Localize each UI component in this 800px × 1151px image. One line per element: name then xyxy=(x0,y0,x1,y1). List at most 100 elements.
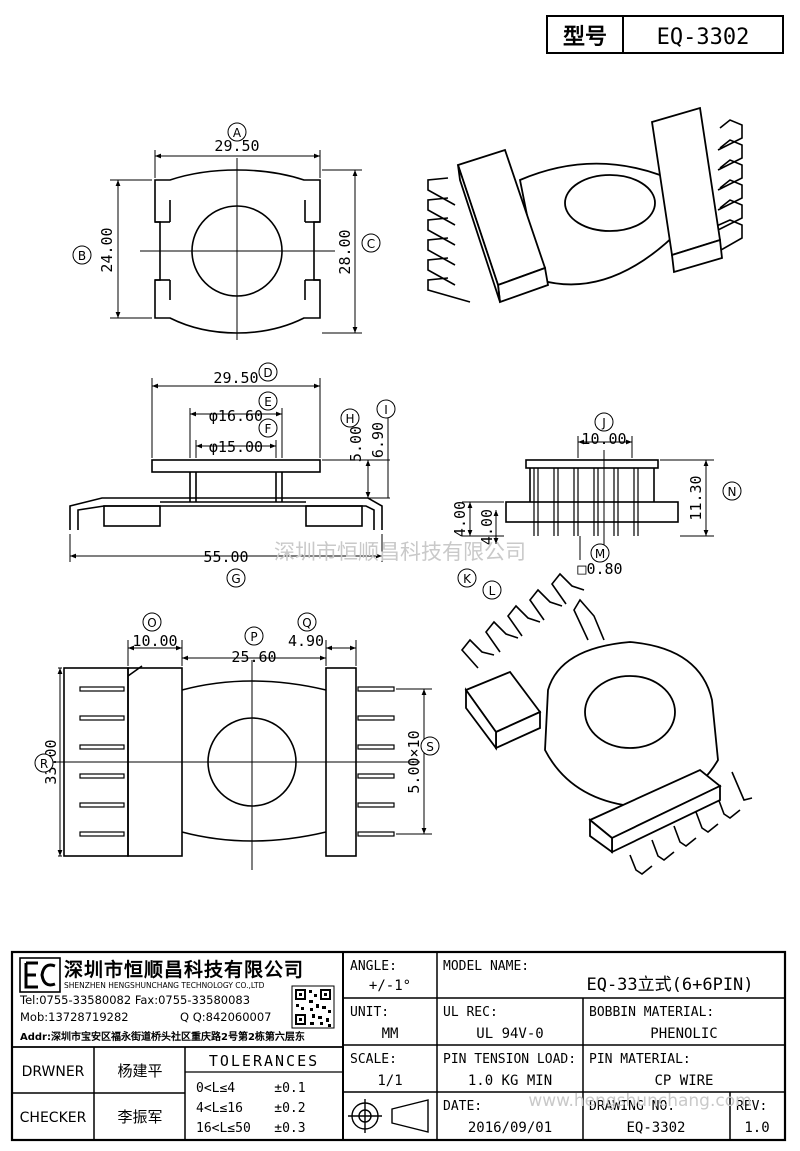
date-value: 2016/09/01 xyxy=(468,1120,552,1136)
label-c: C xyxy=(361,233,381,253)
label-n: N xyxy=(722,481,742,501)
iso2-center-hole xyxy=(584,675,676,749)
label-s: S xyxy=(420,736,440,756)
unit-label: UNIT: xyxy=(350,1005,389,1020)
model-name-value: EQ-33立式(6+6PIN) xyxy=(586,975,753,995)
model-number: EQ-3302 xyxy=(657,25,750,50)
dim-side-height1: 5.00 xyxy=(347,426,365,462)
tolerances-label: TOLERANCES xyxy=(209,1052,319,1070)
drawing-no-value: EQ-3302 xyxy=(626,1120,685,1136)
label-h: H xyxy=(340,408,360,428)
drawer-label: DRWNER xyxy=(22,1064,85,1080)
label-o: O xyxy=(142,612,162,632)
end-view xyxy=(462,436,714,560)
svg-text:K: K xyxy=(463,572,472,586)
ul-rec-label: UL REC: xyxy=(443,1005,498,1020)
svg-text:F: F xyxy=(265,422,272,436)
scale-label: SCALE: xyxy=(350,1052,397,1067)
bobbin-material-label: BOBBIN MATERIAL: xyxy=(589,1005,714,1020)
dim-top-outer-height: 28.00 xyxy=(336,229,354,274)
label-g: G xyxy=(226,568,246,588)
pin-material-label: PIN MATERIAL: xyxy=(589,1052,691,1067)
dim-bottom-pitch: 5.00×10 xyxy=(405,730,423,793)
company-qq: Q Q:842060007 xyxy=(180,1010,271,1024)
label-m: M xyxy=(590,543,610,563)
svg-text:M: M xyxy=(595,547,605,561)
label-l: L xyxy=(482,580,502,600)
watermark-url: www.hengshunchang.com xyxy=(528,1091,751,1111)
label-a: A xyxy=(227,122,247,142)
dim-end-height: 11.30 xyxy=(687,475,705,520)
tolerance-3: 16<L≤50 ±0.3 xyxy=(196,1121,306,1136)
label-r: R xyxy=(34,753,54,773)
scale-value: 1/1 xyxy=(377,1073,402,1089)
iso-view-bottom xyxy=(460,572,753,875)
tolerance-1: 0<L≤4 ±0.1 xyxy=(196,1081,306,1096)
iso-center-hole xyxy=(564,174,656,232)
svg-text:E: E xyxy=(264,395,272,409)
bottom-view xyxy=(50,640,432,870)
svg-text:S: S xyxy=(426,740,434,754)
dim-side-dia-outer: φ16.60 xyxy=(209,407,263,425)
dim-side-total-width: 55.00 xyxy=(203,548,248,566)
svg-text:D: D xyxy=(263,366,272,380)
company-logo xyxy=(19,957,61,993)
qr-code xyxy=(291,985,335,1029)
svg-text:N: N xyxy=(728,485,737,499)
svg-text:Q: Q xyxy=(302,616,311,630)
company-name-cn: 深圳市恒顺昌科技有限公司 xyxy=(64,958,304,981)
company-name-en: SHENZHEN HENGSHUNCHANG TECHNOLOGY CO.,LT… xyxy=(64,981,265,990)
model-name-label: MODEL NAME: xyxy=(443,959,529,974)
unit-value: MM xyxy=(382,1026,399,1042)
tolerance-2: 4<L≤16 ±0.2 xyxy=(196,1101,306,1116)
dim-side-height2: 6.90 xyxy=(369,422,387,458)
label-q: Q xyxy=(297,612,317,632)
svg-text:L: L xyxy=(489,584,496,598)
label-f: F xyxy=(258,418,278,438)
dim-top-width: 29.50 xyxy=(214,137,259,155)
dim-bottom-center: 25.60 xyxy=(231,648,276,666)
svg-text:J: J xyxy=(601,416,606,430)
svg-text:R: R xyxy=(40,757,48,771)
company-mob: Mob:13728719282 xyxy=(20,1010,129,1024)
dim-bottom-slot: 4.90 xyxy=(288,632,324,650)
date-label: DATE: xyxy=(443,1099,482,1114)
dim-side-dia-inner: φ15.00 xyxy=(209,438,263,456)
rev-label: REV: xyxy=(736,1099,767,1114)
dim-top-height: 24.00 xyxy=(98,227,116,272)
label-p: P xyxy=(244,626,264,646)
checker-label: CHECKER xyxy=(20,1110,87,1126)
svg-text:A: A xyxy=(233,126,242,140)
svg-text:B: B xyxy=(78,249,86,263)
dim-end-pin1: 4.00 xyxy=(451,501,469,537)
dim-bottom-flange: 10.00 xyxy=(132,632,177,650)
watermark-company: 深圳市恒顺昌科技有限公司 xyxy=(274,540,526,564)
svg-text:G: G xyxy=(231,572,240,586)
top-view xyxy=(110,150,362,340)
company-tel: Tel:0755-33580082 Fax:0755-33580083 xyxy=(19,993,250,1007)
drawer-name: 杨建平 xyxy=(117,1062,162,1080)
svg-text:O: O xyxy=(147,616,156,630)
iso-view-top xyxy=(427,106,743,304)
checker-name: 李振军 xyxy=(117,1108,162,1126)
pin-tension-label: PIN TENSION LOAD: xyxy=(443,1052,576,1067)
dim-end-width: 10.00 xyxy=(581,430,626,448)
label-d: D xyxy=(258,362,278,382)
side-view xyxy=(69,378,390,562)
svg-text:I: I xyxy=(384,403,388,417)
top-view-outline xyxy=(154,169,321,334)
angle-value: +/-1° xyxy=(369,978,411,994)
label-j: J xyxy=(594,412,614,432)
angle-label: ANGLE: xyxy=(350,959,397,974)
title-block xyxy=(10,950,787,1142)
ul-rec-value: UL 94V-0 xyxy=(476,1026,543,1042)
label-i: I xyxy=(376,399,396,419)
label-b: B xyxy=(72,245,92,265)
svg-text:C: C xyxy=(367,237,375,251)
svg-text:P: P xyxy=(250,630,257,644)
rev-value: 1.0 xyxy=(744,1120,769,1136)
label-e: E xyxy=(258,391,278,411)
pin-material-value: CP WIRE xyxy=(654,1073,713,1089)
dim-side-top-width: 29.50 xyxy=(213,369,258,387)
